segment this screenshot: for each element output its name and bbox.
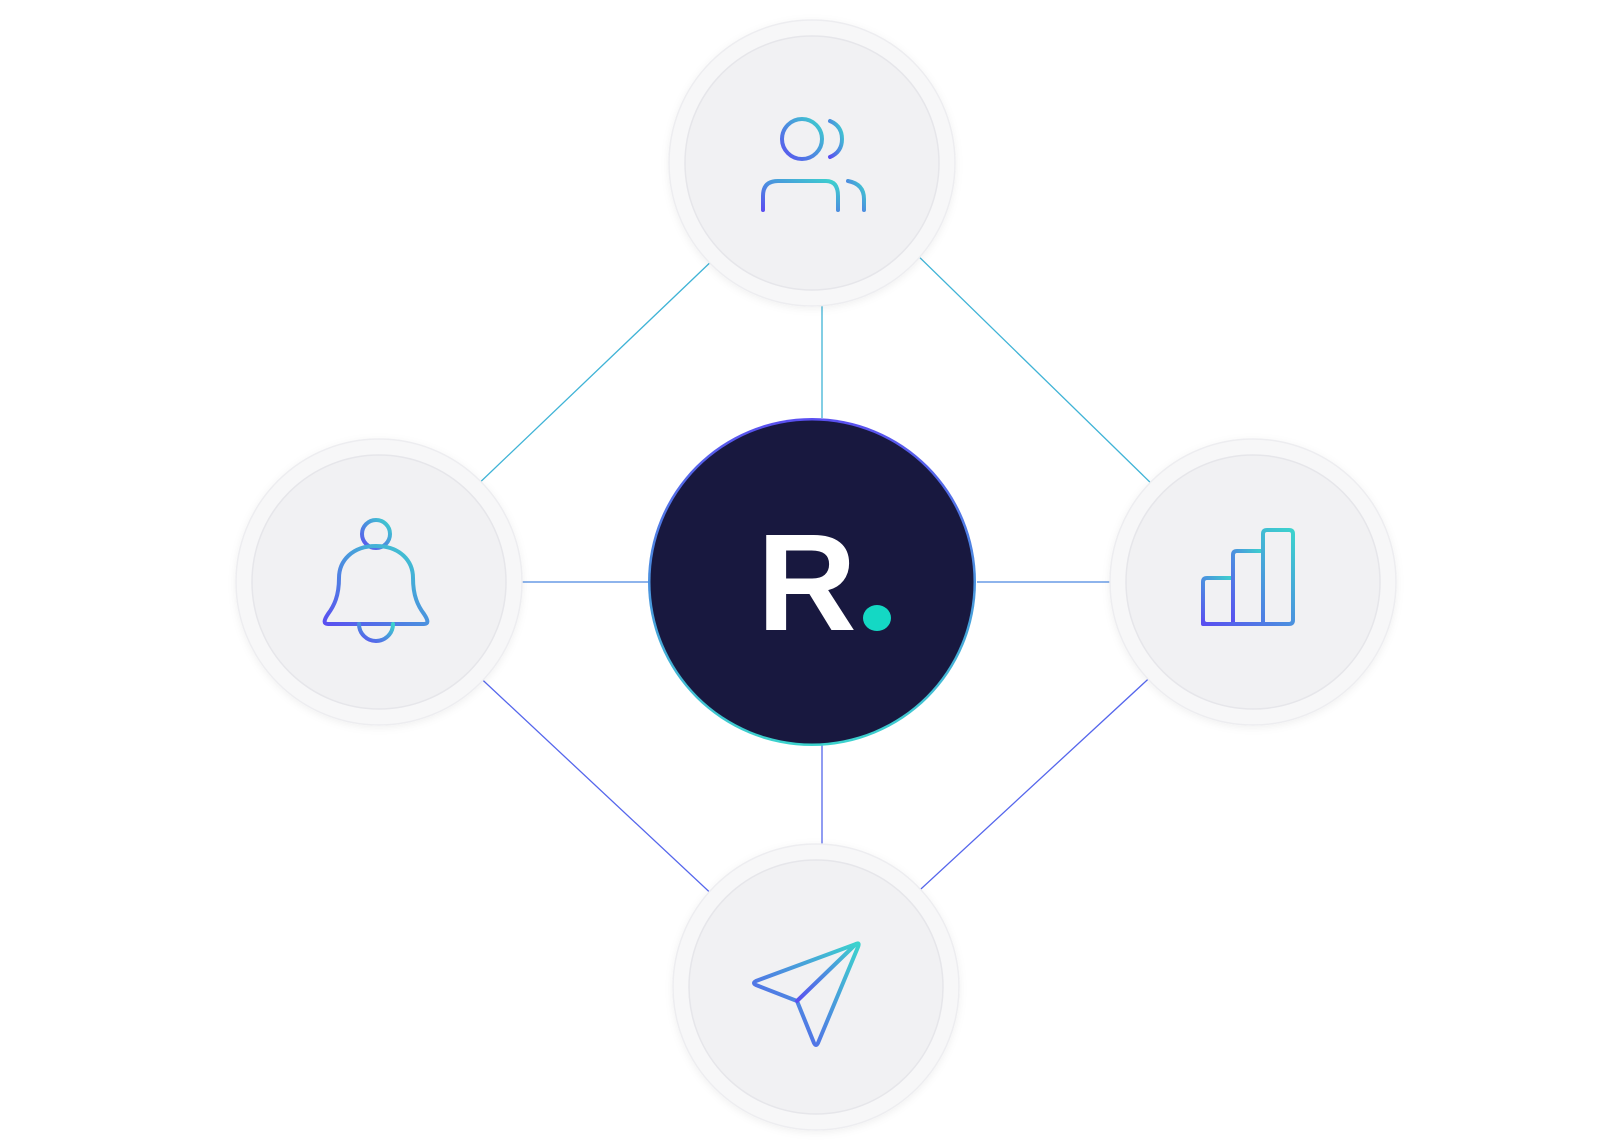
node-bottom	[672, 843, 960, 1131]
bell-icon	[322, 518, 430, 643]
connector-bottom-right	[908, 669, 1159, 901]
brand-logo: R	[757, 506, 891, 660]
center-hub	[648, 418, 976, 746]
paper-plane-icon	[752, 941, 861, 1047]
users-icon	[761, 117, 866, 212]
node-top	[668, 19, 956, 307]
logo-dot	[863, 605, 891, 631]
logo-letter: R	[757, 506, 857, 660]
connector-lines	[471, 246, 1159, 901]
hub-background	[650, 420, 974, 744]
connector-top-right	[908, 246, 1159, 491]
connector-bottom-left	[471, 669, 719, 901]
connector-top-left	[471, 254, 719, 491]
node-right	[1109, 438, 1397, 726]
bar-chart-icon	[1201, 528, 1295, 626]
node-left	[235, 438, 523, 726]
